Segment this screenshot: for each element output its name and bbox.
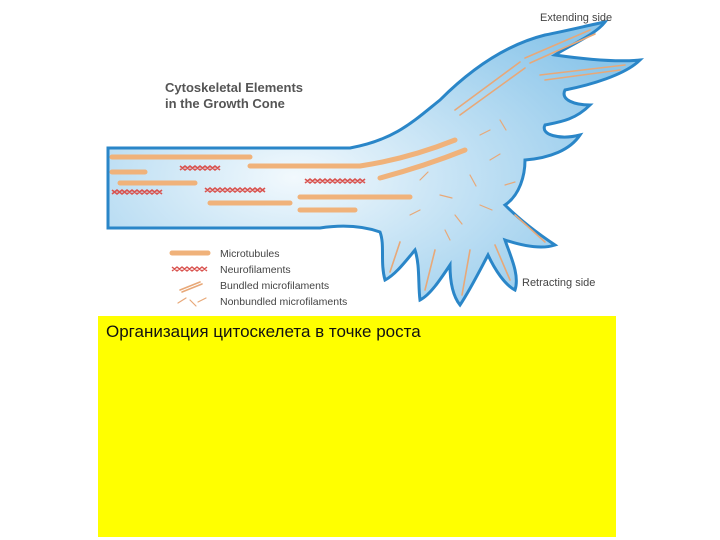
extending-side-label: Extending side — [540, 12, 612, 24]
nonbundled-microfilament — [409, 209, 421, 216]
diagram-title-line-1: Cytoskeletal Elements — [165, 80, 303, 95]
legend: Microtubules Neurofilaments Bundled micr… — [169, 248, 347, 308]
bundled-microfilament — [524, 29, 591, 59]
legend-bundled-swatch — [179, 281, 203, 293]
neurofilaments — [111, 164, 366, 196]
nonbundled-microfilaments — [409, 119, 516, 241]
bundled-microfilament — [494, 244, 511, 281]
nonbundled-microfilament — [419, 171, 429, 181]
legend-microtubules-label: Microtubules — [220, 248, 280, 260]
bundled-microfilament — [389, 241, 401, 273]
bundled-microfilament — [424, 249, 436, 291]
legend-bundled-label: Bundled microfilaments — [220, 280, 329, 292]
legend-nonbundled-label: Nonbundled microfilaments — [220, 296, 347, 308]
bundled-microfilament — [461, 249, 471, 296]
nonbundled-microfilament — [454, 214, 463, 225]
bundled-microfilament — [514, 214, 546, 243]
nonbundled-microfilament — [439, 194, 453, 199]
neurofilament — [304, 177, 366, 185]
diagram-title-line-2: in the Growth Cone — [165, 96, 285, 111]
bundled-microfilaments — [389, 29, 626, 296]
nonbundled-microfilament — [479, 129, 491, 136]
bundled-microfilament — [459, 67, 526, 116]
caption-box: Организация цитоскелета в точке роста — [98, 316, 616, 537]
nonbundled-microfilament — [479, 204, 493, 211]
bundled-microfilament — [544, 69, 621, 81]
caption-text: Организация цитоскелета в точке роста — [106, 322, 421, 341]
legend-neurofilament-swatch — [171, 266, 208, 272]
microtubules — [109, 137, 468, 213]
legend-nonbundled-swatch — [177, 297, 207, 307]
retracting-side-label: Retracting side — [522, 277, 595, 289]
growth-cone-diagram: Cytoskeletal Elements in the Growth Cone… — [106, 12, 645, 308]
neurofilament — [179, 164, 221, 172]
microtubule — [377, 147, 468, 181]
neurofilament — [111, 188, 163, 196]
bundled-microfilament — [539, 64, 626, 76]
neurofilament — [204, 186, 266, 194]
nonbundled-microfilament — [504, 181, 516, 186]
nonbundled-microfilament — [469, 174, 477, 187]
bundled-microfilament — [454, 61, 521, 111]
legend-neurofilaments-label: Neurofilaments — [220, 264, 291, 276]
nonbundled-microfilament — [444, 229, 451, 241]
nonbundled-microfilament — [499, 119, 507, 131]
microtubule — [247, 137, 458, 169]
nonbundled-microfilament — [489, 153, 501, 161]
bundled-microfilament — [529, 33, 596, 64]
